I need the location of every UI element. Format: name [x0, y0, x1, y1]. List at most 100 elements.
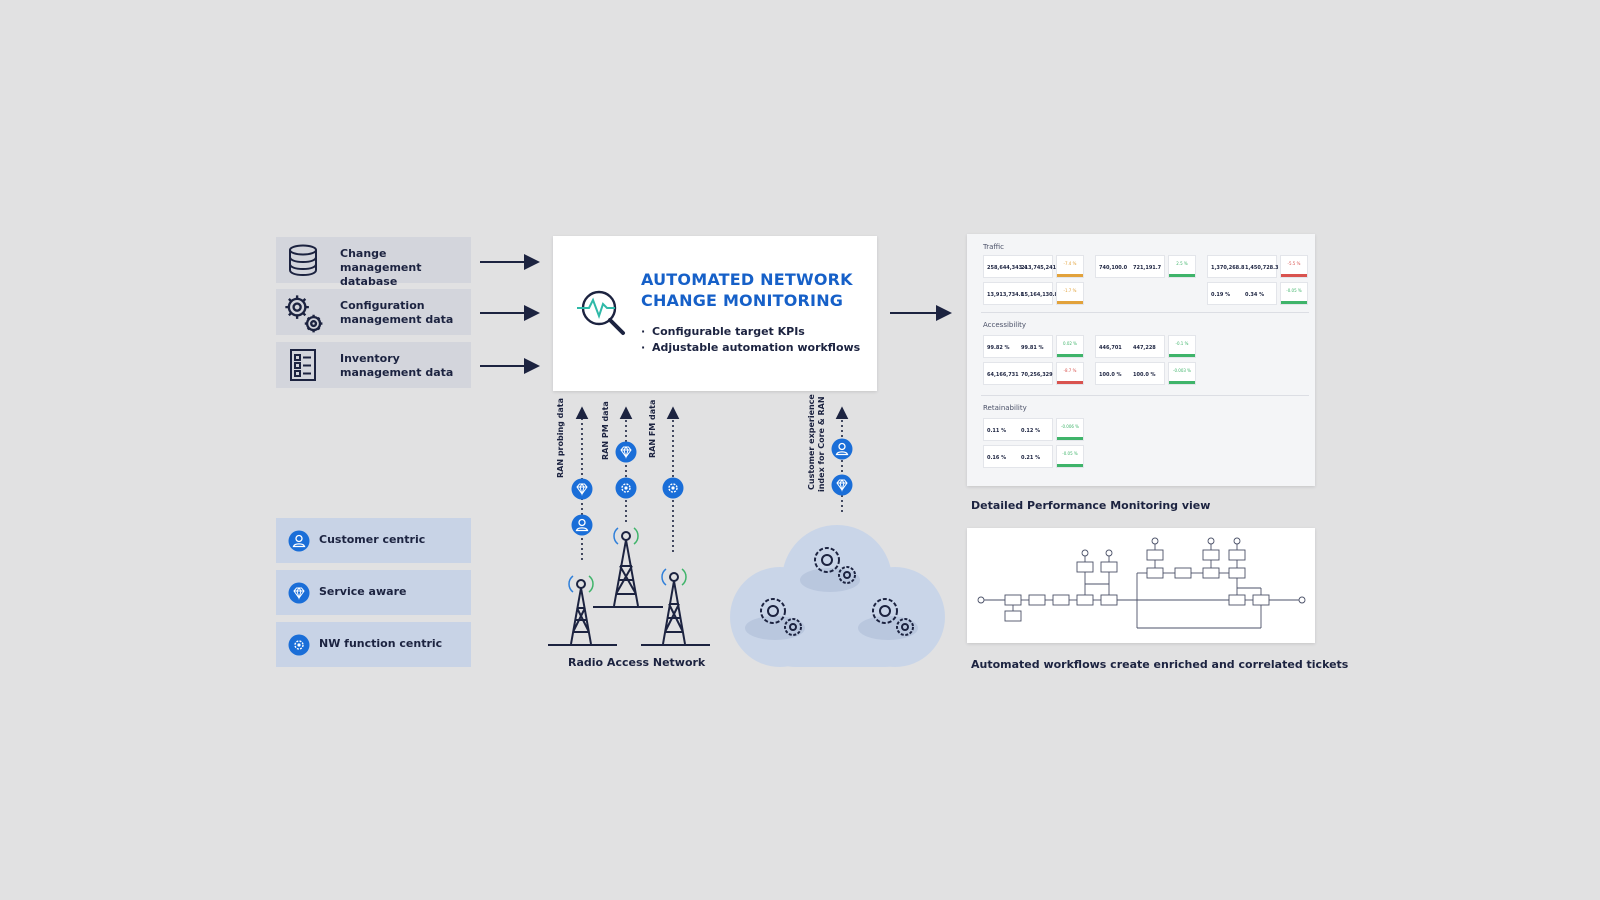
diamond-icon — [615, 441, 637, 463]
person-icon — [571, 514, 593, 536]
kpi-delta-bar — [1169, 274, 1195, 277]
flow-label-cx-line2: index for Core & RAN — [817, 396, 826, 492]
kpi-previous: 70,256,329 — [1021, 372, 1053, 378]
kpi-delta-bar — [1169, 354, 1195, 357]
kpi-delta: -8.7 % — [1056, 362, 1084, 385]
source-label-line1: Inventory — [340, 352, 400, 365]
kpi-delta-bar — [1169, 381, 1195, 384]
kpi-card: 100.0 % 100.0 % — [1095, 362, 1165, 385]
kpi-previous: 99.81 % — [1021, 345, 1044, 351]
monitoring-magnifier-icon — [577, 290, 625, 335]
legend-customer-centric: Customer centric — [276, 518, 471, 563]
kpi-previous: 721,191.7 — [1133, 265, 1162, 271]
kpi-previous: 100.0 % — [1133, 372, 1156, 378]
kpi-delta-bar — [1057, 301, 1083, 304]
diamond-icon — [571, 478, 593, 500]
legend-nw-function-centric: NW function centric — [276, 622, 471, 667]
kpi-delta-bar — [1281, 301, 1307, 304]
kpi-delta-bar — [1057, 274, 1083, 277]
kpi-card: 99.82 %99.81 % — [983, 335, 1053, 358]
diamond-icon — [831, 474, 853, 496]
kpi-delta: 2.5 % — [1168, 255, 1196, 278]
kpi-previous: 447,228 — [1133, 345, 1156, 351]
legend-label: Customer centric — [319, 533, 426, 546]
caption-dashboard: Detailed Performance Monitoring view — [971, 499, 1211, 512]
flow-label-cx-line1: Customer experience — [807, 394, 816, 490]
kpi-delta: -1.7 % — [1056, 282, 1084, 305]
kpi-delta-value: -7.4 % — [1063, 261, 1077, 266]
kpi-delta-value: 2.5 % — [1176, 261, 1188, 266]
gear-icon — [615, 477, 637, 499]
main-title-line2: CHANGE MONITORING — [641, 291, 844, 310]
kpi-previous: 0.34 % — [1245, 292, 1265, 298]
section-title-traffic: Traffic — [983, 243, 1005, 251]
main-bullet: Adjustable automation workflows — [641, 341, 860, 354]
kpi-previous: 1,450,728.3 — [1245, 265, 1279, 271]
section-divider — [981, 312, 1309, 313]
kpi-current: 0.11 % — [987, 428, 1007, 434]
main-bullet: Configurable target KPIs — [641, 325, 805, 338]
source-label-line2: management data — [340, 313, 454, 326]
main-title: AUTOMATED NETWORK CHANGE MONITORING — [641, 269, 853, 311]
database-icon — [289, 244, 317, 277]
gears-icon — [760, 598, 802, 636]
legend-label: NW function centric — [319, 637, 443, 650]
person-icon — [288, 530, 310, 552]
kpi-delta: -0.05 % — [1056, 445, 1084, 468]
source-label-line1: Configuration — [340, 299, 425, 312]
kpi-delta-value: -0.006 % — [1061, 424, 1079, 429]
kpi-previous: 0.21 % — [1021, 455, 1041, 461]
kpi-current: 64,166,731 — [987, 372, 1019, 378]
kpi-delta: -0.003 % — [1168, 362, 1196, 385]
kpi-previous: 213,745,241.4 — [1021, 265, 1062, 271]
kpi-delta-bar — [1057, 354, 1083, 357]
gears-icon — [285, 295, 323, 333]
gear-icon — [288, 634, 310, 656]
kpi-delta: -0.1 % — [1168, 335, 1196, 358]
kpi-delta-value: -0.05 % — [1062, 451, 1078, 456]
kpi-card: 0.19 %0.34 % — [1207, 282, 1277, 305]
section-title-accessibility: Accessibility — [983, 321, 1027, 329]
gear-icon — [662, 477, 684, 499]
source-configuration-management: Configuration management data — [276, 289, 471, 335]
kpi-row: 99.82 %99.81 % 0.02 % — [983, 335, 1084, 358]
kpi-previous: 15,164,130.8 — [1021, 292, 1059, 298]
checklist-icon — [290, 349, 316, 381]
caption-ran: Radio Access Network — [568, 656, 706, 669]
diamond-icon — [288, 582, 310, 604]
person-icon — [831, 438, 853, 460]
radio-towers-illustration — [548, 527, 710, 646]
workflow-graph — [977, 537, 1306, 629]
section-title-retainability: Retainability — [983, 404, 1027, 412]
legend-label: Service aware — [319, 585, 407, 598]
source-label-line1: Change management — [340, 247, 422, 274]
kpi-delta-bar — [1057, 381, 1083, 384]
main-title-line1: AUTOMATED NETWORK — [641, 270, 853, 289]
flow-label-ran-pm: RAN PM data — [601, 401, 610, 460]
kpi-current: 100.0 % — [1099, 372, 1122, 378]
kpi-current: 13,913,734.8 — [987, 292, 1025, 298]
kpi-delta: -0.006 % — [1056, 418, 1084, 441]
kpi-delta-bar — [1057, 437, 1083, 440]
kpi-delta: -0.05 % — [1280, 282, 1308, 305]
caption-workflow: Automated workflows create enriched and … — [971, 658, 1349, 671]
kpi-row: 100.0 % 100.0 % -0.003 % — [1095, 362, 1196, 385]
kpi-row: 0.19 %0.34 % -0.05 % — [1207, 282, 1308, 305]
kpi-delta: 0.02 % — [1056, 335, 1084, 358]
kpi-previous: 0.12 % — [1021, 428, 1041, 434]
tower-icon — [641, 572, 710, 646]
kpi-card: 0.11 % 0.12 % — [983, 418, 1053, 441]
kpi-delta: -5.5 % — [1280, 255, 1308, 278]
